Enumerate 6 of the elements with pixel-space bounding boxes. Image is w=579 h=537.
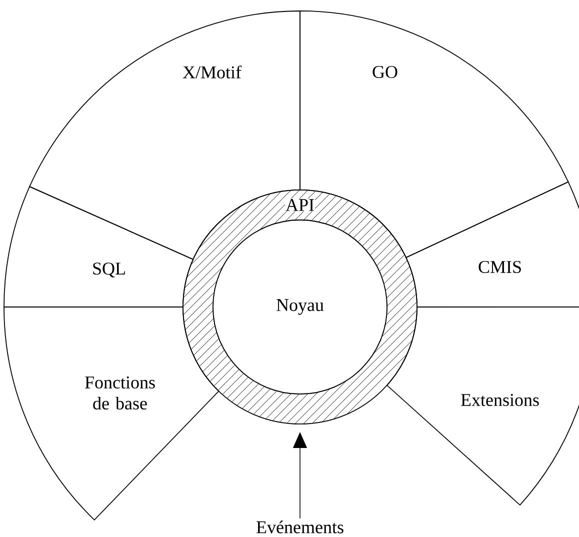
node-label: API: [286, 199, 314, 211]
sector: Fonctions de base: [4, 306, 220, 520]
event-label: Evénements: [256, 520, 344, 534]
sector: SQL: [4, 186, 194, 308]
sector: CMIS: [406, 181, 579, 308]
sector: Extensions: [386, 306, 579, 506]
